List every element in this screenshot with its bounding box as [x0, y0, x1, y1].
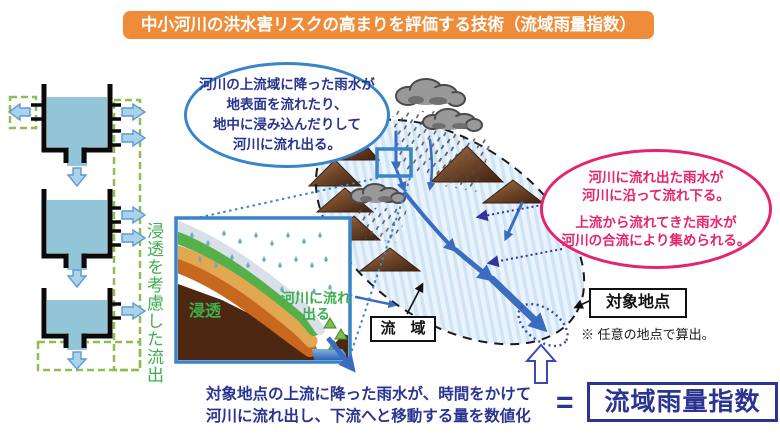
summary-line-2: 河川に流れ出し、下流へと移動する量を数値化 [206, 408, 531, 425]
tank-model [7, 84, 147, 372]
infiltration-label: 浸透 [189, 303, 222, 320]
downstream-balloon-line: 河川の合流により集められる。 [561, 232, 751, 248]
downstream-balloon-line: 河川に沿って流れ下る。 [582, 187, 730, 203]
result-index-box: 流域雨量指数 [587, 382, 778, 422]
upstream-balloon-line: 地中に浸み込んだりして [212, 117, 362, 132]
target-point-label-box: 対象地点 [589, 288, 687, 318]
downstream-balloon: 河川に流れ出た雨水が 河川に沿って流れ下る。 上流から流れてきた雨水が 河川の合… [540, 149, 772, 269]
hillslope-inset [174, 216, 356, 373]
outflow-label: 河川に流れ出る [281, 290, 351, 322]
summary-text: 対象地点の上流に降った雨水が、時間をかけて 河川に流れ出し、下流へと移動する量を… [206, 384, 531, 428]
downstream-balloon-line: 上流から流れてきた雨水が [575, 214, 737, 230]
upstream-balloon-line: 地表面を流れたり、 [226, 97, 348, 112]
summary-line-1: 対象地点の上流に降った雨水が、時間をかけて [206, 386, 532, 403]
upstream-balloon: 河川の上流域に降った雨水が 地表面を流れたり、 地中に浸み込んだりして 河川に流… [184, 62, 390, 168]
tank-model-side-label: 浸透を考慮した流出 [144, 222, 163, 384]
tank-flow-arrows [7, 102, 147, 371]
upstream-balloon-line: 河川に流れ出る。 [233, 137, 341, 152]
watershed-label-box: 流 域 [370, 316, 436, 342]
up-arrow-icon [524, 343, 558, 384]
downstream-balloon-line: 河川に流れ出た雨水が [588, 169, 724, 185]
inset-outflow-arrow [326, 336, 356, 373]
magnifier-square [375, 147, 413, 178]
target-point-marker [517, 302, 569, 384]
balloon-pointer-arrows [475, 201, 563, 268]
magnifier-callout-lines [182, 177, 411, 357]
equals-sign: = [556, 386, 574, 419]
upstream-balloon-line: 河川の上流域に降った雨水が [199, 77, 375, 92]
rain-cloud-icons [350, 78, 483, 204]
target-point-note: ※ 任意の地点で算出。 [581, 327, 715, 342]
banner-title: 中小河川の洪水害リスクの高まりを評価する技術（流域雨量指数） [123, 11, 654, 39]
